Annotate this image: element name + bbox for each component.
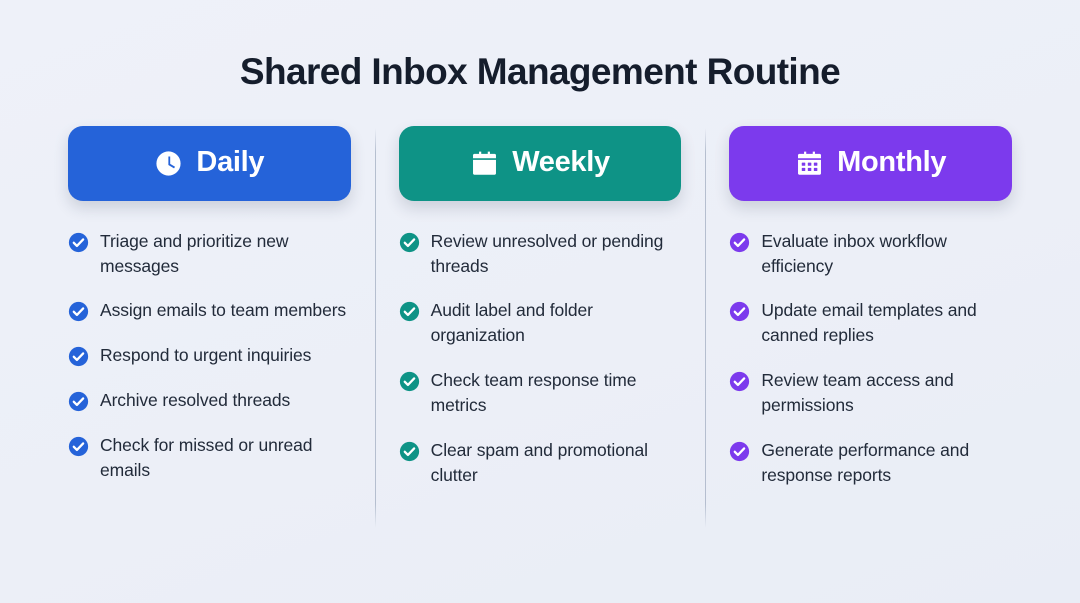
checkmark-icon bbox=[68, 436, 89, 457]
task-text: Triage and prioritize new messages bbox=[100, 230, 289, 276]
task-text: Evaluate inbox workflow efficiency bbox=[761, 230, 947, 276]
task-text: Review team access and permissions bbox=[761, 370, 954, 415]
list-item: Evaluate inbox workflow efficiency bbox=[729, 229, 1012, 279]
list-item: Archive resolved threads bbox=[68, 388, 351, 413]
list-item: Respond to urgent inquiries bbox=[68, 343, 351, 368]
checkmark-icon bbox=[399, 301, 420, 322]
page-title: Shared Inbox Management Routine bbox=[239, 51, 841, 92]
task-text: Respond to urgent inquiries bbox=[100, 345, 312, 366]
checkmark-icon bbox=[729, 441, 750, 462]
task-text: Audit label and folder organization bbox=[430, 300, 593, 346]
task-text: Archive resolved threads bbox=[100, 390, 291, 411]
list-item: Generate performance and response report… bbox=[729, 438, 1012, 488]
list-item: Update email templates and canned replie… bbox=[729, 298, 1012, 348]
checkmark-icon bbox=[729, 371, 750, 392]
task-text: Review unresolved or pending threads bbox=[430, 230, 664, 276]
checkmark-icon bbox=[68, 232, 89, 253]
task-text: Update email templates and canned replie… bbox=[761, 300, 977, 346]
list-item: Review team access and permissions bbox=[729, 368, 1012, 418]
checkmark-icon bbox=[68, 301, 89, 322]
checkmark-icon bbox=[399, 232, 420, 253]
checkmark-icon bbox=[399, 371, 420, 392]
list-item: Check team response time metrics bbox=[399, 368, 682, 418]
list-item: Audit label and folder organization bbox=[399, 298, 682, 348]
header-label-monthly: Monthly bbox=[837, 145, 947, 178]
task-text: Check for missed or unread emails bbox=[100, 434, 313, 480]
list-item: Assign emails to team members bbox=[68, 298, 351, 323]
task-text: Generate performance and response report… bbox=[761, 439, 970, 485]
clock-icon bbox=[154, 149, 183, 178]
list-item: Triage and prioritize new messages bbox=[68, 229, 351, 279]
checkmark-icon bbox=[68, 391, 89, 412]
task-text: Clear spam and promotional clutter bbox=[430, 439, 648, 485]
checkmark-icon bbox=[729, 232, 750, 253]
list-item: Check for missed or unread emails bbox=[68, 433, 351, 483]
calendar-grid-icon bbox=[795, 149, 824, 178]
header-label-daily: Daily bbox=[196, 145, 265, 178]
checkmark-icon bbox=[68, 346, 89, 367]
checkmark-icon bbox=[399, 441, 420, 462]
header-label-weekly: Weekly bbox=[512, 145, 610, 178]
list-item: Review unresolved or pending threads bbox=[399, 229, 682, 279]
header-pill-monthly[interactable]: Monthly bbox=[729, 125, 1013, 201]
header-pill-weekly[interactable]: Weekly bbox=[398, 125, 682, 201]
task-text: Check team response time metrics bbox=[430, 370, 637, 415]
task-text: Assign emails to team members bbox=[100, 300, 347, 321]
list-item: Clear spam and promotional clutter bbox=[399, 438, 682, 488]
calendar-icon bbox=[470, 149, 499, 178]
header-pill-daily[interactable]: Daily bbox=[68, 125, 351, 201]
checkmark-icon bbox=[729, 301, 750, 322]
